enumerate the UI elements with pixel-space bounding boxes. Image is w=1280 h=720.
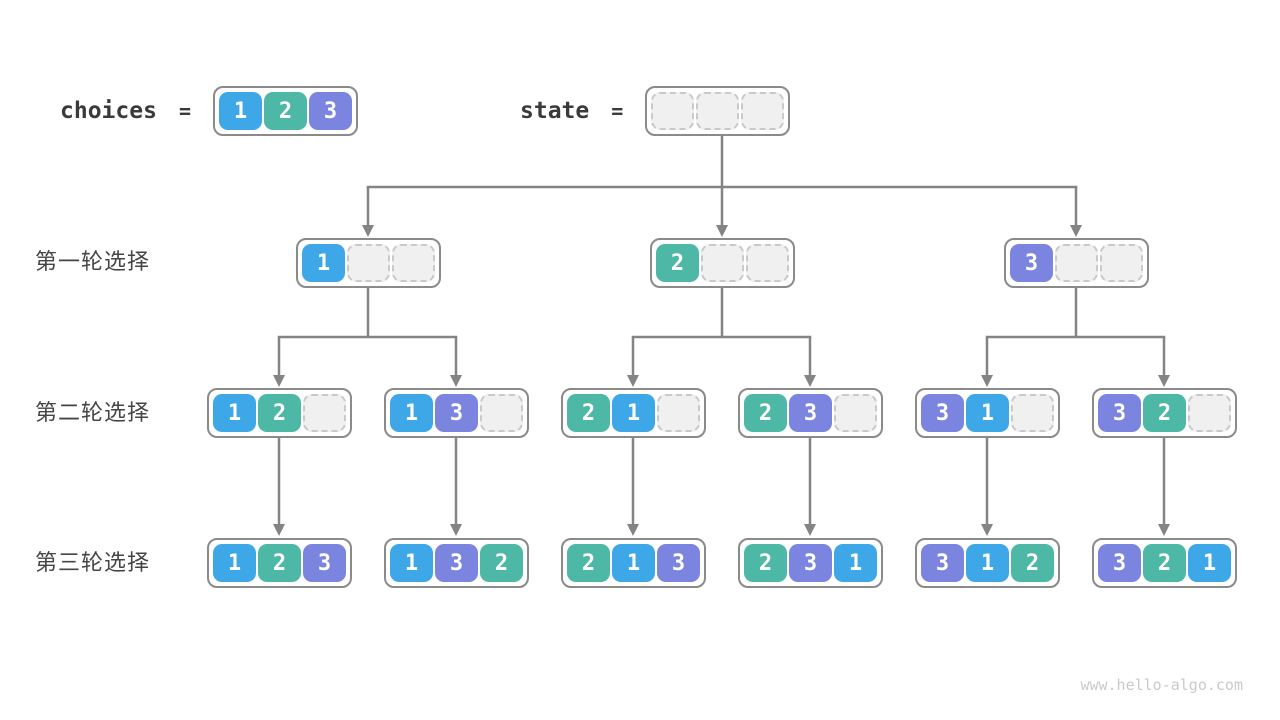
cell-2: 2	[263, 92, 307, 130]
cell-1: 1	[1188, 544, 1231, 582]
cell-3: 3	[1010, 244, 1053, 282]
equals-sign: =	[178, 99, 191, 123]
cell-3: 3	[789, 544, 832, 582]
round-3-label: 第三轮选择	[35, 550, 151, 575]
cell-1: 1	[612, 394, 655, 432]
cell-2: 2	[567, 394, 610, 432]
cell-2: 2	[1143, 544, 1186, 582]
cell-1: 1	[213, 544, 256, 582]
round-2-label: 第二轮选择	[35, 400, 151, 425]
cell-1: 1	[612, 544, 655, 582]
empty-cell	[701, 244, 744, 282]
cell-2: 2	[567, 544, 610, 582]
empty-cell	[651, 92, 695, 130]
state-group: state =	[520, 86, 791, 136]
cell-2: 2	[744, 544, 787, 582]
cell-3: 3	[789, 394, 832, 432]
cell-1: 1	[218, 92, 262, 130]
empty-cell	[746, 244, 789, 282]
cell-3: 3	[435, 394, 478, 432]
empty-cell	[1055, 244, 1098, 282]
cell-1: 1	[390, 544, 433, 582]
equals-sign: =	[611, 99, 624, 123]
empty-cell	[1011, 394, 1054, 432]
cell-3: 3	[1098, 544, 1141, 582]
cell-3: 3	[1098, 394, 1141, 432]
empty-cell	[834, 394, 877, 432]
empty-cell	[1100, 244, 1143, 282]
empty-cell	[741, 92, 785, 130]
cell-2: 2	[1143, 394, 1186, 432]
cell-2: 2	[480, 544, 523, 582]
cell-3: 3	[657, 544, 700, 582]
cell-1: 1	[302, 244, 345, 282]
choices-label: choices	[60, 98, 157, 124]
cell-2: 2	[744, 394, 787, 432]
cell-1: 1	[390, 394, 433, 432]
array-node: 2	[650, 238, 795, 288]
cell-1: 1	[834, 544, 877, 582]
empty-cell	[347, 244, 390, 282]
round-1-label: 第一轮选择	[35, 249, 151, 274]
empty-cell	[696, 92, 740, 130]
cell-3: 3	[303, 544, 346, 582]
cell-3: 3	[308, 92, 352, 130]
state-label: state	[520, 98, 590, 124]
array-node: 3	[1004, 238, 1149, 288]
cell-2: 2	[258, 394, 301, 432]
cell-2: 2	[258, 544, 301, 582]
array-node: 1	[296, 238, 441, 288]
empty-cell	[480, 394, 523, 432]
cell-3: 3	[435, 544, 478, 582]
empty-cell	[657, 394, 700, 432]
cell-1: 1	[966, 394, 1009, 432]
empty-cell	[1188, 394, 1231, 432]
cell-3: 3	[921, 394, 964, 432]
empty-cell	[303, 394, 346, 432]
cell-3: 3	[921, 544, 964, 582]
empty-cell	[392, 244, 435, 282]
state-array	[645, 86, 791, 136]
cell-1: 1	[966, 544, 1009, 582]
cell-1: 1	[213, 394, 256, 432]
cell-2: 2	[656, 244, 699, 282]
cell-2: 2	[1011, 544, 1054, 582]
watermark: www.hello-algo.com	[1080, 676, 1243, 694]
